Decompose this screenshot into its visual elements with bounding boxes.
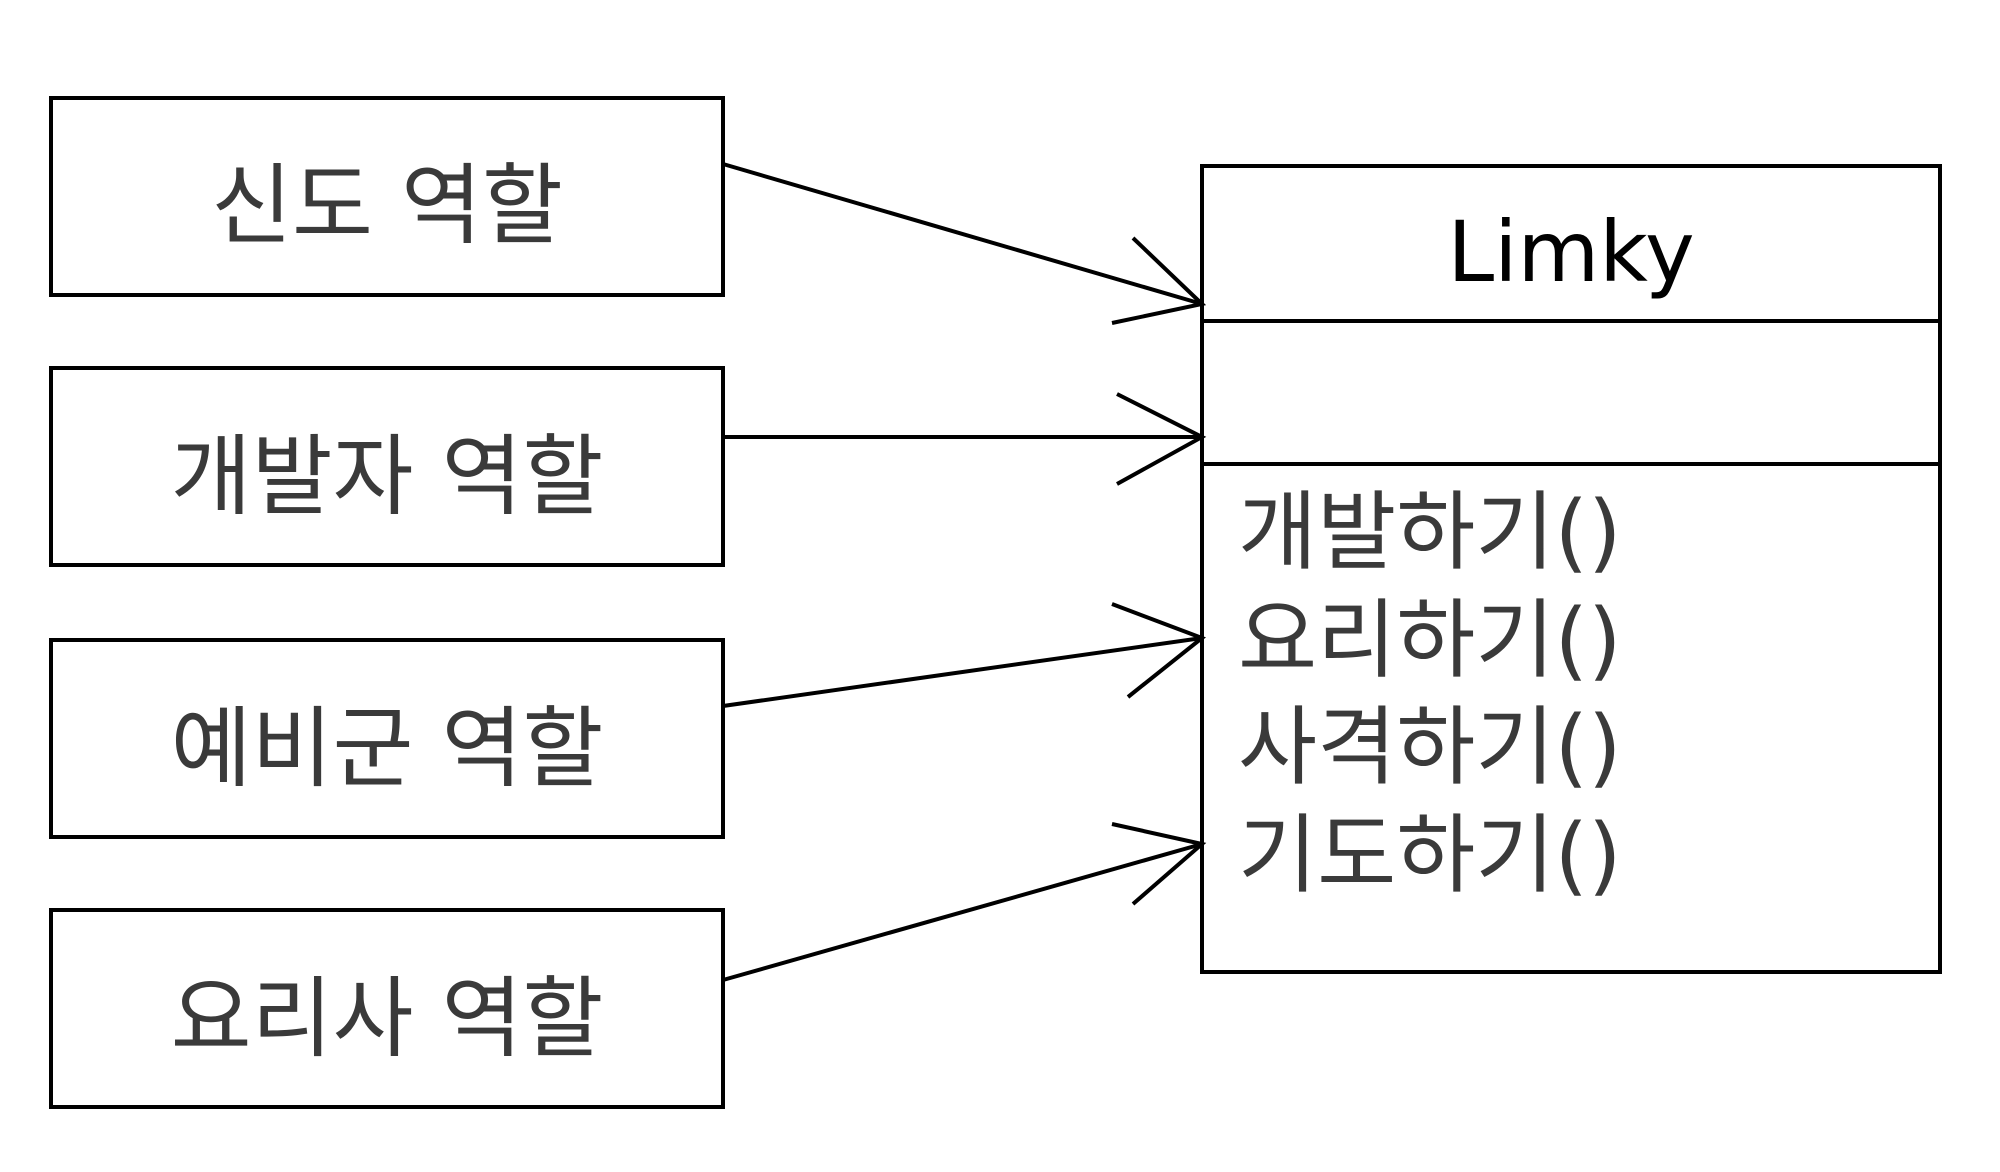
role-box-developer: 개발자 역할 — [49, 366, 725, 567]
open-arrowhead — [1111, 236, 1207, 325]
role-box-frame — [49, 366, 725, 567]
association-line — [722, 162, 1203, 306]
class-box-frame — [1200, 164, 1942, 974]
class-method: 사격하기() — [1238, 697, 1622, 797]
role-label: 요리사 역할 — [171, 967, 604, 1070]
role-label: 신도 역할 — [211, 154, 563, 257]
role-box-frame — [49, 638, 725, 839]
role-box-cook: 요리사 역할 — [49, 908, 725, 1109]
class-method: 개발하기() — [1238, 482, 1622, 582]
role-box-reservist: 예비군 역할 — [49, 638, 725, 839]
class-method: 기도하기() — [1238, 805, 1622, 905]
association-line — [722, 842, 1203, 982]
association-arrow-cook — [722, 822, 1207, 982]
role-box-frame — [49, 96, 725, 297]
association-arrow-believer — [722, 162, 1207, 325]
association-arrow-reservist — [722, 602, 1206, 708]
open-arrowhead — [1111, 822, 1207, 906]
class-name: Limky — [1447, 203, 1694, 301]
role-box-frame — [49, 908, 725, 1109]
class-method: 요리하기() — [1238, 590, 1622, 690]
role-box-believer: 신도 역할 — [49, 96, 725, 297]
role-label: 개발자 역할 — [171, 425, 604, 528]
open-arrowhead — [1116, 392, 1207, 486]
role-label: 예비군 역할 — [171, 697, 604, 800]
class-box: Limky 개발하기() 요리하기() 사격하기() 기도하기() — [1200, 164, 1942, 974]
association-arrow-developer — [723, 392, 1207, 486]
open-arrowhead — [1111, 602, 1206, 699]
association-line — [722, 636, 1203, 708]
